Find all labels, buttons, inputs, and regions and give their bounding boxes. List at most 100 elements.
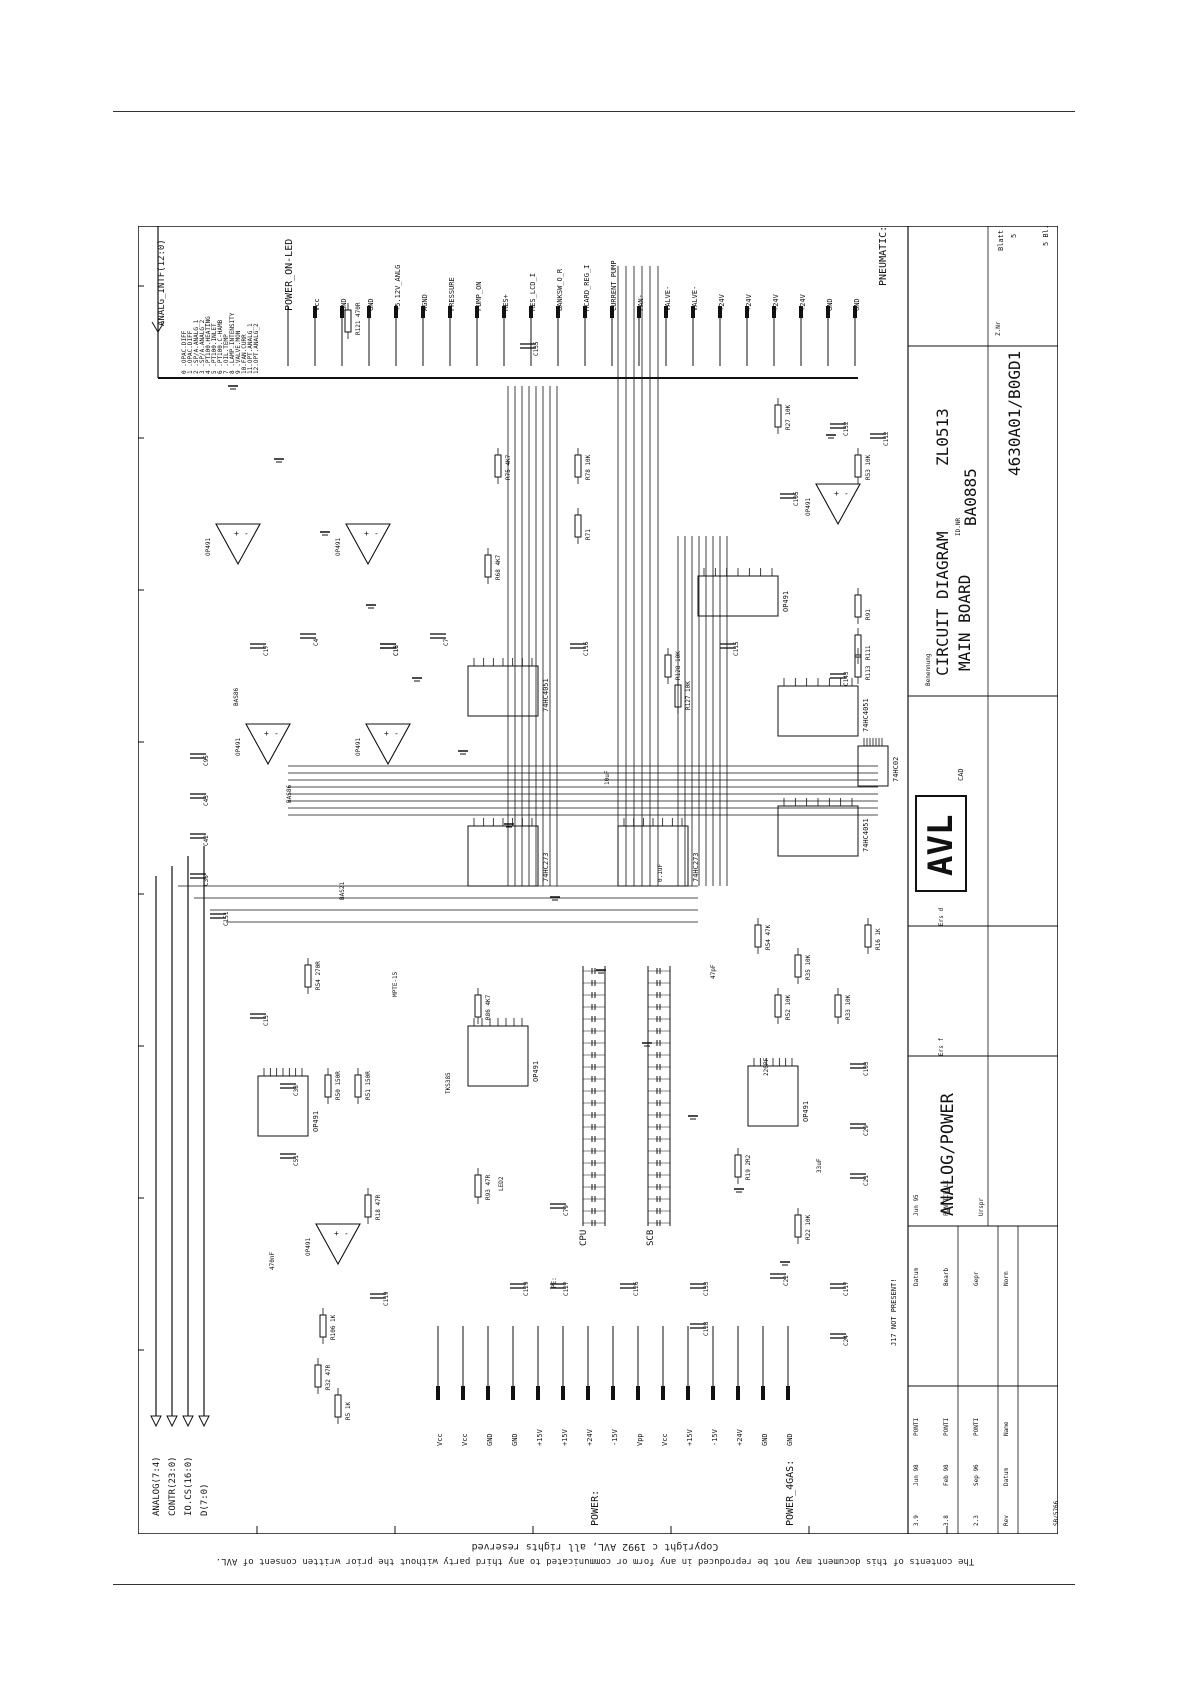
resistor-icon (834, 994, 842, 1018)
connector-pin-icon (745, 306, 749, 318)
connector-pin-icon (772, 306, 776, 318)
connector-label: +24V (745, 293, 753, 311)
connector-label: RES_LCD_I (529, 273, 537, 311)
connector-pin-icon (475, 306, 479, 318)
power-label: GND (786, 1433, 794, 1446)
revision-date: Datum (1003, 1468, 1010, 1486)
capacitor-label: C38 (293, 1085, 300, 1096)
power-label: +15V (536, 1428, 544, 1446)
capacitor-label: C51 (293, 1155, 300, 1166)
resistor-label: R86 4K7 (485, 994, 492, 1020)
title-row-label: Norm (1003, 1271, 1010, 1286)
capacitor-label: C127 (563, 1281, 570, 1296)
capacitor-label: C135 (533, 341, 540, 356)
power-label: -15V (611, 1428, 619, 1446)
connector-label: Vcc (313, 298, 321, 311)
misc-label: 0.1uF (657, 864, 664, 882)
opamp-sign: - (394, 729, 399, 738)
misc-label: MPTE-15 (392, 971, 399, 997)
power-pin-icon (511, 1386, 515, 1400)
power-label: +15V (686, 1428, 694, 1446)
power-pin-icon (711, 1386, 715, 1400)
capacitor-label: C116 (583, 641, 590, 656)
opamp-label: OP491 (805, 498, 812, 516)
resistor-icon (574, 514, 582, 538)
resistor-label: R91 (865, 609, 872, 620)
resistor-icon (664, 654, 672, 678)
capacitor-label: C105 (793, 491, 800, 506)
resistor-label: R127 10K (685, 681, 692, 710)
ic-label: OP491 (532, 1061, 540, 1082)
power-pin-icon (761, 1386, 765, 1400)
resistor-icon (794, 954, 802, 978)
power-label: +24V (586, 1428, 594, 1446)
ic-box (257, 1075, 309, 1137)
opamp-icon (215, 523, 261, 566)
connector-pin-icon (691, 306, 695, 318)
opamp-sign: - (274, 729, 279, 738)
ic-label: 74HC273 (692, 852, 700, 882)
revision-number: Rev (1003, 1515, 1010, 1526)
copyright-line-2: The contents of this document may not be… (215, 1556, 975, 1566)
analog-channel-label: 1 .OPAC.DIFF (187, 330, 194, 374)
z-nr: 4630A01/B0GD1 (1005, 351, 1024, 476)
benennung-label: Benennung (925, 653, 932, 686)
connector-label: MCARD_REG_I (583, 265, 591, 311)
analog-channel-label: 3 .SP/A.ANALG_2 (199, 319, 206, 374)
resistor-label: R16 1K (875, 928, 882, 950)
power-pin-icon (636, 1386, 640, 1400)
capacitor-label: C4 (313, 638, 320, 646)
revision-number: 3.8 (943, 1515, 950, 1526)
resistor-label: R71 (585, 529, 592, 540)
capacitor-label: C128 (703, 1321, 710, 1336)
resistor-icon (494, 454, 502, 478)
capacitor-label: C22 (783, 1275, 790, 1286)
resistor-label: R22 10K (805, 1214, 812, 1240)
ursprung-label: Urspr (978, 1198, 985, 1216)
power-pin-icon (436, 1386, 440, 1400)
analog-channel-label: 5 .PT100.INLET (211, 323, 218, 374)
opamp-sign: - (844, 489, 849, 498)
misc-label: 220PF (763, 1058, 770, 1076)
connector-pin-icon (340, 306, 344, 318)
revision-date: Jun 98 (913, 1464, 920, 1486)
capacitor-label: C13 (263, 1015, 270, 1026)
misc-label: PE: (551, 1277, 558, 1288)
sheet-no: 5 (1010, 234, 1018, 238)
ic-box (697, 575, 779, 617)
opamp-sign: - (374, 529, 379, 538)
z-nr-label: Z.Nr (995, 321, 1002, 336)
capacitor-label: C117 (843, 1281, 850, 1296)
wires (150, 226, 878, 1428)
connector-label: PUMP_ON (475, 281, 483, 311)
opamp-icon (365, 723, 411, 766)
revision-number: 2.3 (973, 1515, 980, 1526)
title-row-value: PONTICELLI (943, 1179, 950, 1216)
analog-channel-label: 4 .PT100.HEATING (205, 316, 212, 374)
analog-channel-label: 0 .OPAC.DIFF (181, 330, 188, 374)
resistor-label: R121 470R (355, 302, 362, 335)
opamp-label: OP491 (205, 538, 212, 556)
connector-pin-icon (394, 306, 398, 318)
power-pin-icon (461, 1386, 465, 1400)
sheet-border (138, 226, 1058, 1534)
ic-box (467, 665, 539, 717)
resistor-label: R32 47R (325, 1364, 332, 1390)
capacitor-label: C129 (523, 1281, 530, 1296)
resistor-icon (314, 1364, 322, 1388)
connector-pin-icon (556, 306, 560, 318)
capacitor-label: C115 (733, 641, 740, 656)
analog-channel-label: 6 .PT100.C-HAMB (217, 319, 224, 374)
analog-channel-label: 11.OPT.ANALG_1 (247, 323, 254, 374)
bus-label: IO.CS(16:0) (184, 1456, 194, 1516)
section-label-scb: SCB (646, 1230, 656, 1246)
top-rule (113, 111, 1075, 112)
ic-label: OP491 (782, 591, 790, 612)
labels: ANALOG(7:4)CONTR(23:0)IO.CS(16:0)D(7:0)A… (152, 226, 898, 1526)
schematic-sheet: 12345678ABCDEF 74HC405174HC405174HC40517… (138, 226, 1058, 1534)
opamp-sign: + (334, 1229, 339, 1238)
resistor-label: R27 10K (785, 404, 792, 430)
capacitor-label: C133 (703, 1281, 710, 1296)
resistor-icon (344, 309, 352, 333)
